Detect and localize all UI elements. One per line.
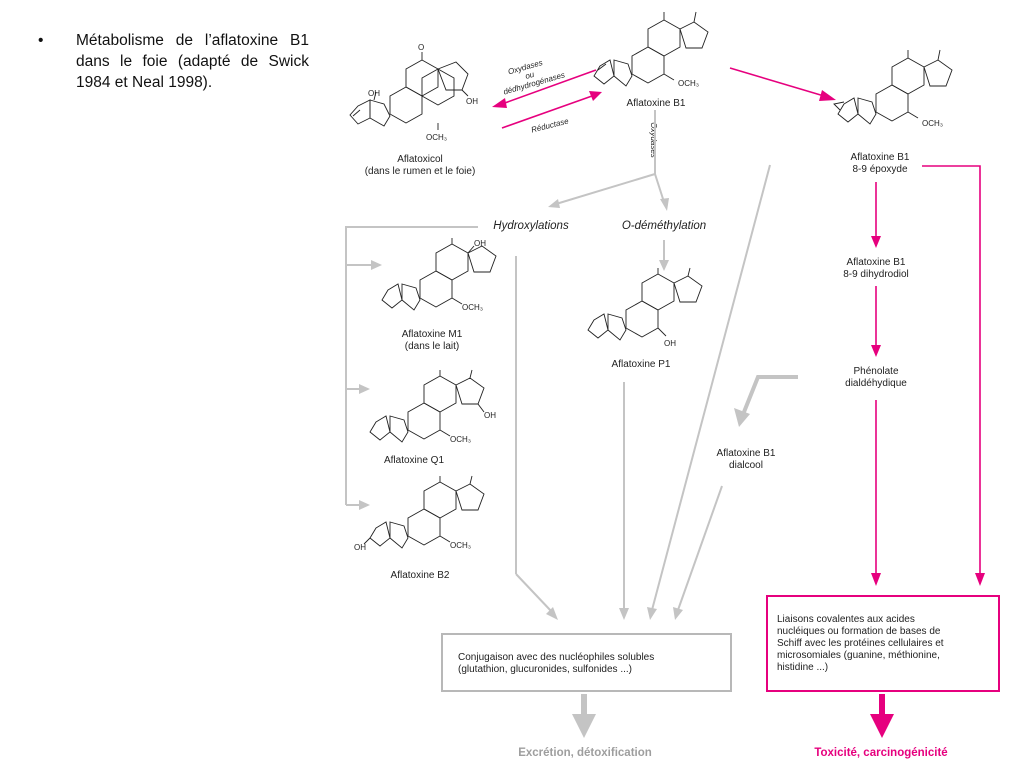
m1-note: (dans le lait) <box>405 341 459 352</box>
phenolate-note: dialdéhydique <box>845 378 907 389</box>
arrow-hydroxylation-to-conj <box>515 573 553 613</box>
gray-arrows <box>345 110 798 738</box>
arrow-phenolate-to-dialcool <box>742 375 798 413</box>
aflatoxin-q1-structure: OH OCH₃ <box>369 369 496 444</box>
arrowhead-to-b2 <box>359 500 370 510</box>
conjugation-line-1: Conjugaison avec des nucléophiles solubl… <box>458 652 654 663</box>
dihydrodiol-note: 8-9 dihydrodiol <box>843 269 909 280</box>
q1-label: Aflatoxine Q1 <box>384 455 444 466</box>
oxidases-vertical-label: Oxydases <box>649 122 658 158</box>
toxicity-label: Toxicité, carcinogénicité <box>814 747 947 759</box>
b1-och3: OCH₃ <box>678 79 699 88</box>
odemethylation-label: O-déméthylation <box>622 220 706 232</box>
aflatoxicol-note: (dans le rumen et le foie) <box>365 166 476 177</box>
arrowhead-phenolate-to-dialcool <box>734 408 750 427</box>
arrow-b1-to-aflatoxicol <box>501 69 597 105</box>
arrow-dialcool-to-conj <box>677 485 723 611</box>
b1-label: Aflatoxine B1 <box>627 98 686 109</box>
line-to-odemethylation <box>654 173 665 203</box>
aflatoxicol-oh-left: OH <box>368 89 380 98</box>
arrowhead-to-p1 <box>659 260 669 271</box>
excretion-label: Excrétion, détoxification <box>518 747 652 759</box>
arrowhead-epoxide-to-conj <box>647 607 657 620</box>
m1-och3: OCH₃ <box>462 303 483 312</box>
arrow-b1-to-epoxide <box>729 67 825 97</box>
ou-label: ou <box>524 70 536 81</box>
aflatoxicol-och3: OCH₃ <box>426 133 447 142</box>
aflatoxin-p1-structure: OH <box>587 267 703 348</box>
epoxide-note: 8-9 époxyde <box>852 164 907 175</box>
covalent-box <box>766 595 1000 692</box>
covalent-line-5: histidine ...) <box>777 662 828 673</box>
covalent-line-1: Liaisons covalentes aux acides <box>777 614 915 625</box>
covalent-line-4: microsomiales (guanine, méthionine, <box>777 650 940 661</box>
aflatoxin-b2-structure: OH OCH₃ <box>354 475 485 552</box>
arrowhead-to-hydroxylations <box>548 199 560 208</box>
arrowhead-covalent-to-toxicity <box>870 714 894 738</box>
covalent-line-2: nucléiques ou formation de bases de <box>777 626 941 637</box>
m1-oh: OH <box>474 239 486 248</box>
arrowhead-epoxide-to-dihydrodiol <box>871 236 881 248</box>
arrowhead-epoxide-to-covalent <box>975 573 985 586</box>
b1-epoxide-structure: OCH₃ <box>833 49 953 128</box>
arrowhead-phenolate-to-covalent <box>871 573 881 586</box>
arrow-epoxide-to-covalent <box>922 165 981 575</box>
q1-oh: OH <box>484 411 496 420</box>
oxidases-label-group: Oxydases ou dédhydrogénases <box>502 58 566 97</box>
pink-arrows <box>492 67 985 738</box>
arrowhead-b1-to-aflatoxicol <box>492 98 507 108</box>
reductase-label: Réductase <box>530 116 570 134</box>
epoxide-label: Aflatoxine B1 <box>851 152 910 163</box>
arrowhead-aflatoxicol-to-b1 <box>589 91 602 101</box>
b2-och3: OCH₃ <box>450 541 471 550</box>
aflatoxicol-o: O <box>418 43 424 52</box>
hydroxylations-label: Hydroxylations <box>493 220 569 232</box>
aflatoxicol-label: Aflatoxicol <box>397 154 443 165</box>
covalent-line-3: Schiff avec les protéines cellulaires et <box>777 638 944 649</box>
arrowhead-dialcool-to-conj <box>673 607 683 620</box>
hydroxylation-bracket <box>345 226 478 505</box>
aflatoxin-b1-structure: OCH₃ <box>593 11 709 88</box>
conjugation-line-2: (glutathion, glucuronides, sulfonides ..… <box>458 664 632 675</box>
arrowhead-conj-to-excretion <box>572 714 596 738</box>
arrowhead-hydroxylation-to-conj <box>546 607 558 620</box>
conjugation-box <box>441 633 732 692</box>
arrow-aflatoxicol-to-b1 <box>501 95 593 129</box>
phenolate-label: Phénolate <box>853 366 898 377</box>
b2-oh: OH <box>354 543 366 552</box>
aflatoxicol-structure: OH OH OCH₃ O <box>349 43 478 142</box>
p1-oh: OH <box>664 339 676 348</box>
m1-label: Aflatoxine M1 <box>402 329 463 340</box>
bullet-marker: • <box>38 32 44 49</box>
arrowhead-dihydrodiol-to-phenolate <box>871 345 881 357</box>
arrow-epoxide-to-conj <box>651 164 771 611</box>
arrowhead-to-odemethylation <box>660 198 669 211</box>
aflatoxin-m1-structure: OH OCH₃ <box>381 238 497 312</box>
arrowhead-p1-to-conj <box>619 608 629 620</box>
line-to-hydroxylations <box>555 173 656 205</box>
arrowhead-to-m1 <box>371 260 382 270</box>
p1-label: Aflatoxine P1 <box>612 359 671 370</box>
arrowhead-b1-to-epoxide <box>819 90 836 101</box>
caption-text: Métabolisme de l’aflatoxine B1 dans le f… <box>76 32 309 91</box>
dihydrodiol-label: Aflatoxine B1 <box>847 257 906 268</box>
dialcool-note: dialcool <box>729 460 763 471</box>
dialcool-label: Aflatoxine B1 <box>717 448 776 459</box>
b2-label: Aflatoxine B2 <box>391 570 450 581</box>
arrowhead-to-q1 <box>359 384 370 394</box>
aflatoxicol-oh-right: OH <box>466 97 478 106</box>
q1-och3: OCH₃ <box>450 435 471 444</box>
epoxide-och3: OCH₃ <box>922 119 943 128</box>
